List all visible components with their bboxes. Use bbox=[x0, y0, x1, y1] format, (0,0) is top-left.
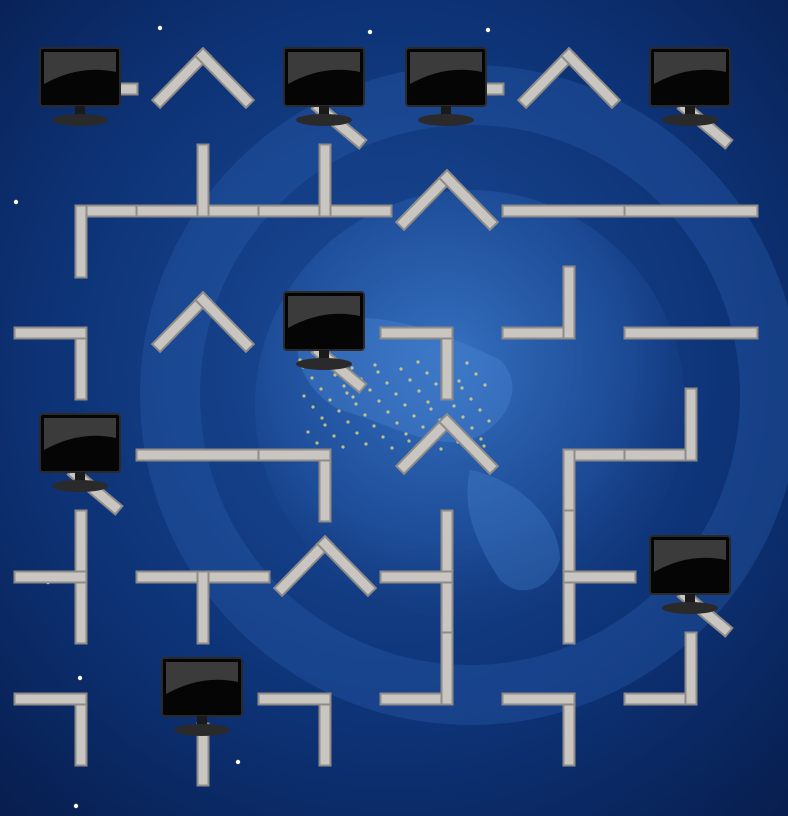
straight-pipe-icon bbox=[623, 326, 759, 340]
straight-pipe-icon bbox=[623, 204, 759, 218]
corner-pipe-icon bbox=[501, 692, 576, 767]
corner-pipe-tile[interactable] bbox=[501, 638, 630, 767]
computer-node-tile[interactable] bbox=[142, 638, 264, 787]
straight-pipe-tile[interactable] bbox=[135, 394, 271, 516]
elbow-pipe-icon bbox=[150, 46, 256, 110]
tee-pipe-icon bbox=[562, 509, 637, 645]
tee-pipe-icon bbox=[257, 143, 393, 218]
monitor-icon bbox=[649, 535, 734, 638]
elbow-pipe-tile[interactable] bbox=[386, 394, 508, 516]
straight-pipe-tile[interactable] bbox=[623, 272, 759, 394]
tee-pipe-tile[interactable] bbox=[379, 509, 508, 645]
elbow-pipe-icon bbox=[394, 412, 500, 476]
straight-pipe-tile[interactable] bbox=[501, 150, 637, 272]
corner-pipe-icon bbox=[257, 692, 332, 767]
corner-pipe-icon bbox=[379, 326, 454, 401]
corner-pipe-icon bbox=[562, 448, 637, 523]
straight-pipe-icon bbox=[135, 448, 271, 462]
tee-pipe-icon bbox=[379, 509, 454, 645]
elbow-pipe-tile[interactable] bbox=[508, 28, 630, 150]
tee-pipe-tile[interactable] bbox=[135, 516, 271, 645]
elbow-pipe-icon bbox=[150, 290, 256, 354]
corner-pipe-icon bbox=[74, 204, 149, 279]
monitor-icon bbox=[39, 47, 139, 126]
tee-pipe-tile[interactable] bbox=[257, 143, 393, 272]
corner-pipe-icon bbox=[379, 631, 454, 706]
elbow-pipe-icon bbox=[394, 168, 500, 232]
computer-node-tile[interactable] bbox=[386, 28, 508, 150]
corner-pipe-tile[interactable] bbox=[379, 272, 508, 401]
corner-pipe-tile[interactable] bbox=[257, 394, 386, 523]
elbow-pipe-tile[interactable] bbox=[142, 272, 264, 394]
corner-pipe-tile[interactable] bbox=[623, 387, 752, 516]
monitor-icon bbox=[405, 47, 505, 126]
corner-pipe-tile[interactable] bbox=[508, 394, 637, 523]
monitor-icon bbox=[649, 47, 734, 150]
tee-pipe-tile[interactable] bbox=[13, 509, 142, 645]
corner-pipe-tile[interactable] bbox=[13, 272, 142, 401]
straight-pipe-tile[interactable] bbox=[623, 150, 759, 272]
corner-pipe-tile[interactable] bbox=[379, 631, 508, 760]
straight-pipe-icon bbox=[501, 204, 637, 218]
corner-pipe-icon bbox=[501, 265, 576, 340]
computer-node-tile[interactable] bbox=[20, 28, 142, 150]
elbow-pipe-icon bbox=[516, 46, 622, 110]
elbow-pipe-tile[interactable] bbox=[386, 150, 508, 272]
computer-node-tile[interactable] bbox=[264, 28, 386, 150]
corner-pipe-icon bbox=[13, 326, 88, 401]
monitor-icon bbox=[161, 657, 243, 787]
corner-pipe-icon bbox=[13, 692, 88, 767]
elbow-pipe-tile[interactable] bbox=[142, 28, 264, 150]
tee-pipe-icon bbox=[13, 509, 88, 645]
corner-pipe-icon bbox=[623, 387, 698, 462]
computer-node-tile[interactable] bbox=[20, 394, 142, 516]
elbow-pipe-icon bbox=[272, 534, 378, 598]
corner-pipe-tile[interactable] bbox=[13, 638, 142, 767]
tee-pipe-icon bbox=[135, 570, 271, 645]
computer-node-tile[interactable] bbox=[264, 272, 386, 394]
corner-pipe-icon bbox=[623, 631, 698, 706]
tee-pipe-tile[interactable] bbox=[508, 509, 637, 645]
computer-node-tile[interactable] bbox=[630, 516, 752, 638]
elbow-pipe-tile[interactable] bbox=[264, 516, 386, 638]
corner-pipe-tile[interactable] bbox=[623, 631, 752, 760]
corner-pipe-tile[interactable] bbox=[20, 150, 149, 279]
tee-pipe-tile[interactable] bbox=[135, 143, 271, 272]
monitor-icon bbox=[283, 291, 368, 394]
computer-node-tile[interactable] bbox=[630, 28, 752, 150]
corner-pipe-tile[interactable] bbox=[501, 265, 630, 394]
corner-pipe-icon bbox=[257, 448, 332, 523]
monitor-icon bbox=[39, 413, 124, 516]
corner-pipe-tile[interactable] bbox=[257, 638, 386, 767]
monitor-icon bbox=[283, 47, 368, 150]
tee-pipe-icon bbox=[135, 143, 271, 218]
